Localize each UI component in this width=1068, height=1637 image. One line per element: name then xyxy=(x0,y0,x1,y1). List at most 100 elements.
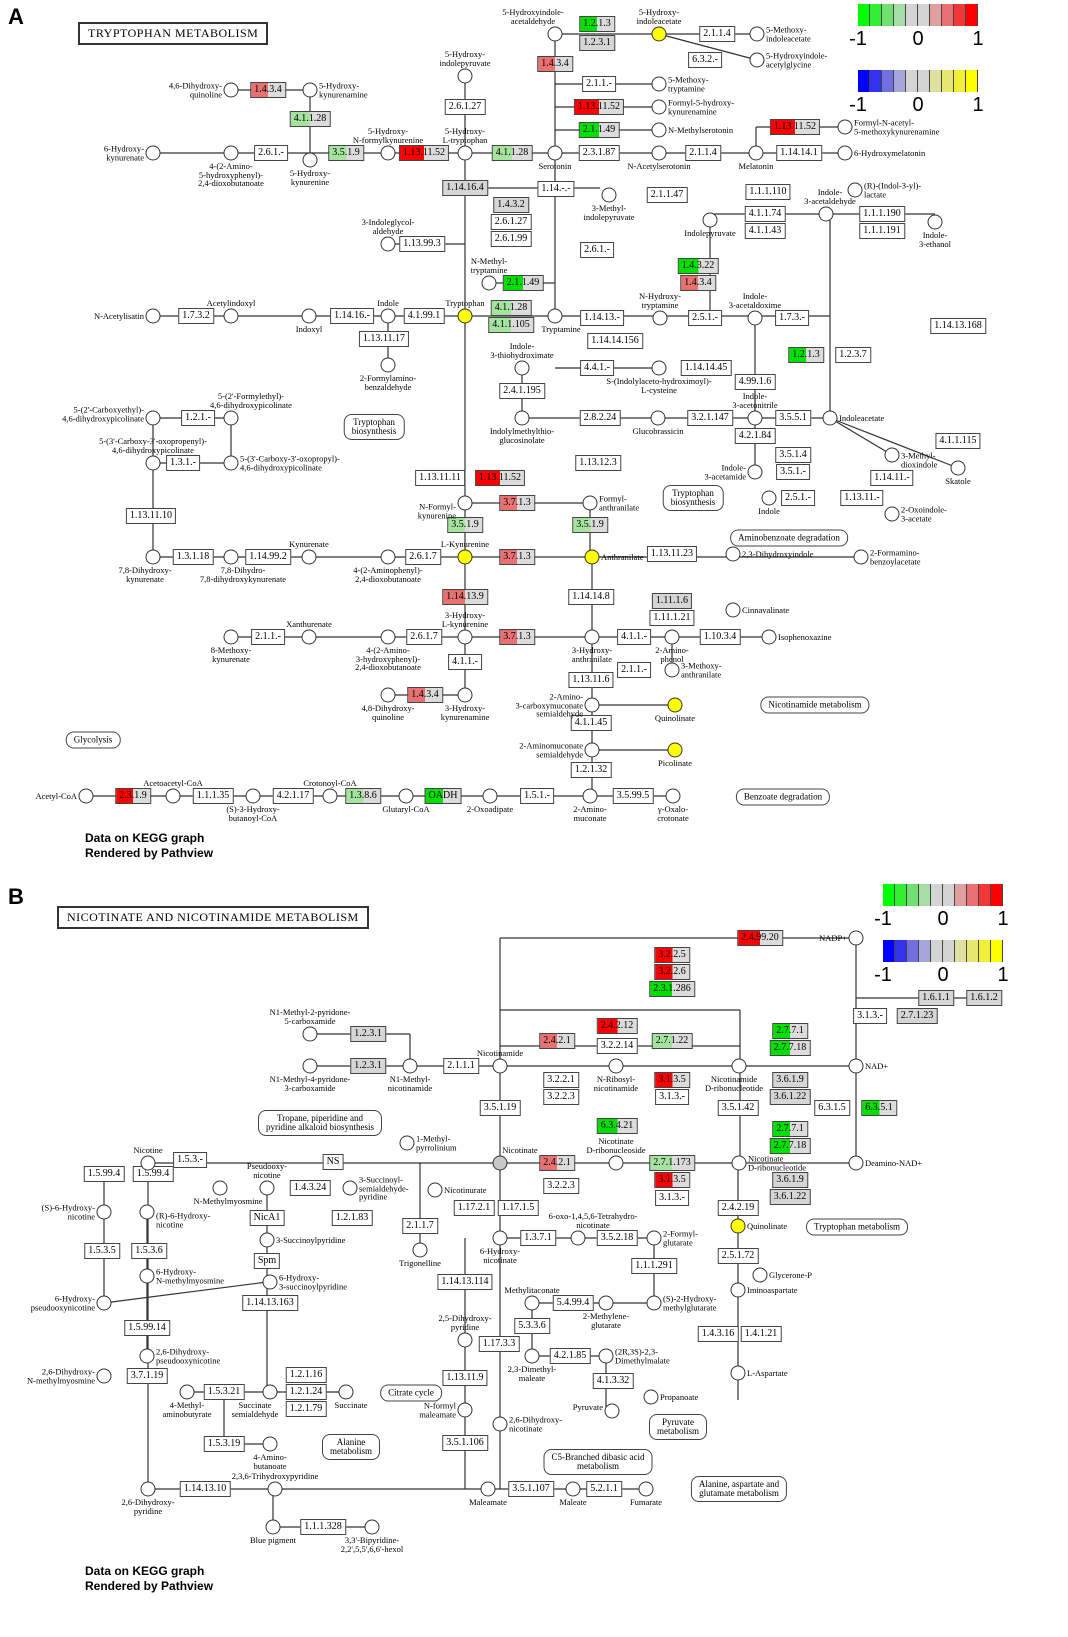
compound-node[interactable] xyxy=(96,1204,112,1220)
enzyme-box[interactable]: 3.1.3.5 xyxy=(654,1072,690,1088)
enzyme-box[interactable]: 2.1.1.4 xyxy=(699,26,735,42)
enzyme-box[interactable]: 4.1.3.32 xyxy=(592,1373,634,1389)
enzyme-box[interactable]: 3.2.2.3 xyxy=(543,1178,579,1194)
enzyme-box[interactable]: 1.4.3.4 xyxy=(537,56,573,72)
compound-node[interactable] xyxy=(664,629,680,645)
enzyme-box[interactable]: 4.1.1.28 xyxy=(490,300,532,316)
enzyme-box[interactable]: 4.1.1.28 xyxy=(491,145,533,161)
enzyme-box[interactable]: 2.4.2.1 xyxy=(539,1155,575,1171)
compound-node[interactable] xyxy=(547,26,563,42)
pathway-map-link[interactable]: Alanine metabolism xyxy=(322,1434,380,1460)
enzyme-box[interactable]: 3.5.1.106 xyxy=(442,1435,488,1451)
enzyme-box[interactable]: 1.5.3.- xyxy=(173,1152,207,1168)
enzyme-box[interactable]: 1.6.1.1 xyxy=(918,990,954,1006)
enzyme-box[interactable]: 4.2.1.84 xyxy=(734,428,776,444)
enzyme-box[interactable]: 2.1.1.- xyxy=(617,662,651,678)
compound-node[interactable] xyxy=(364,1519,380,1535)
enzyme-box[interactable]: 1.13.11.9 xyxy=(442,1370,488,1386)
compound-node[interactable] xyxy=(301,549,317,565)
enzyme-box[interactable]: 3.2.1.147 xyxy=(687,410,733,426)
enzyme-box[interactable]: 2.3.1.9 xyxy=(115,788,151,804)
enzyme-box[interactable]: NS xyxy=(322,1154,344,1170)
compound-node[interactable] xyxy=(651,122,667,138)
compound-node[interactable] xyxy=(837,145,853,161)
enzyme-box[interactable]: 2.4.1.195 xyxy=(499,383,545,399)
enzyme-box[interactable]: 1.3.7.1 xyxy=(520,1230,556,1246)
compound-node[interactable] xyxy=(646,1295,662,1311)
compound-node[interactable] xyxy=(145,549,161,565)
enzyme-box[interactable]: 1.14.13.168 xyxy=(930,318,986,334)
enzyme-box[interactable]: 1.5.1.- xyxy=(520,788,554,804)
compound-node[interactable] xyxy=(584,697,600,713)
enzyme-box[interactable]: 1.14.13.163 xyxy=(242,1295,298,1311)
compound-node[interactable] xyxy=(492,1416,508,1432)
enzyme-box[interactable]: 1.1.1.328 xyxy=(300,1519,346,1535)
compound-node[interactable] xyxy=(927,214,943,230)
enzyme-box[interactable]: 2.7.1.22 xyxy=(651,1033,693,1049)
enzyme-box[interactable]: 3.1.3.- xyxy=(655,1190,689,1206)
enzyme-box[interactable]: NicA1 xyxy=(249,1210,285,1226)
compound-node[interactable] xyxy=(752,1267,768,1283)
compound-node[interactable] xyxy=(322,788,338,804)
compound-node[interactable] xyxy=(524,1295,540,1311)
enzyme-box[interactable]: 1.2.1.- xyxy=(181,410,215,426)
enzyme-box[interactable]: 2.6.1.7 xyxy=(406,629,442,645)
enzyme-box[interactable]: 6.3.5.1 xyxy=(861,1100,897,1116)
enzyme-box[interactable]: 3.2.2.6 xyxy=(654,964,690,980)
enzyme-box[interactable]: 3.7.1.3 xyxy=(499,629,535,645)
compound-node[interactable] xyxy=(730,1365,746,1381)
pathway-map-link[interactable]: C5-Branched dibasic acid metabolism xyxy=(543,1449,653,1475)
enzyme-box[interactable]: 1.5.99.14 xyxy=(124,1320,170,1336)
compound-node[interactable] xyxy=(223,455,239,471)
enzyme-box[interactable]: 2.7.7.1 xyxy=(772,1023,808,1039)
enzyme-box[interactable]: 1.2.3.1 xyxy=(350,1058,386,1074)
enzyme-box[interactable]: 2.3.1.87 xyxy=(578,145,620,161)
enzyme-box[interactable]: 1.2.1.24 xyxy=(285,1384,327,1400)
enzyme-box[interactable]: 2.1.1.49 xyxy=(502,275,544,291)
compound-node[interactable] xyxy=(749,52,765,68)
pathway-map-link[interactable]: Benzoate degradation xyxy=(735,788,831,806)
enzyme-box[interactable]: 3.5.2.18 xyxy=(596,1230,638,1246)
compound-node[interactable] xyxy=(457,145,473,161)
enzyme-box[interactable]: 3.5.1.19 xyxy=(479,1100,521,1116)
enzyme-box[interactable]: 2.6.1.7 xyxy=(405,549,441,565)
enzyme-box[interactable]: 1.14.13.10 xyxy=(179,1481,231,1497)
enzyme-box[interactable]: 1.14.16.- xyxy=(330,308,374,324)
compound-node[interactable] xyxy=(652,310,668,326)
compound-node[interactable] xyxy=(731,1058,747,1074)
compound-node[interactable] xyxy=(457,308,473,324)
enzyme-box[interactable]: 2.5.1.- xyxy=(781,490,815,506)
compound-node[interactable] xyxy=(165,788,181,804)
enzyme-box[interactable]: 2.7.1.173 xyxy=(649,1155,695,1171)
compound-node[interactable] xyxy=(145,410,161,426)
enzyme-box[interactable]: 1.4.3.4 xyxy=(680,275,716,291)
compound-node[interactable] xyxy=(730,1218,746,1234)
enzyme-box[interactable]: 3.1.3.5 xyxy=(654,1172,690,1188)
enzyme-box[interactable]: 1.4.3.4 xyxy=(407,687,443,703)
pathway-map-link[interactable]: Tryptophan biosynthesis xyxy=(662,485,724,511)
enzyme-box[interactable]: 1.1.1.110 xyxy=(745,184,791,200)
enzyme-box[interactable]: 1.2.1.3 xyxy=(788,347,824,363)
enzyme-box[interactable]: 1.3.1.18 xyxy=(172,549,214,565)
enzyme-box[interactable]: 2.3.1.286 xyxy=(649,981,695,997)
enzyme-box[interactable]: 3.7.1.3 xyxy=(499,495,535,511)
compound-node[interactable] xyxy=(747,410,763,426)
compound-node[interactable] xyxy=(223,145,239,161)
enzyme-box[interactable]: 1.14.11.- xyxy=(870,470,914,486)
compound-node[interactable] xyxy=(245,788,261,804)
enzyme-box[interactable]: 1.17.3.3 xyxy=(478,1336,520,1352)
enzyme-box[interactable]: 2.1.1.- xyxy=(582,76,616,92)
compound-node[interactable] xyxy=(884,447,900,463)
enzyme-box[interactable]: 3.1.3.- xyxy=(655,1089,689,1105)
compound-node[interactable] xyxy=(547,308,563,324)
enzyme-box[interactable]: 1.13.11.52 xyxy=(398,145,450,161)
compound-node[interactable] xyxy=(514,410,530,426)
compound-node[interactable] xyxy=(302,152,318,168)
compound-node[interactable] xyxy=(457,549,473,565)
compound-node[interactable] xyxy=(342,1180,358,1196)
enzyme-box[interactable]: 5.2.1.1 xyxy=(586,1481,622,1497)
enzyme-box[interactable]: 1.14.13.9 xyxy=(442,589,488,605)
enzyme-box[interactable]: 3.5.1.- xyxy=(776,464,810,480)
enzyme-box[interactable]: 3.2.2.5 xyxy=(654,947,690,963)
compound-node[interactable] xyxy=(480,1481,496,1497)
